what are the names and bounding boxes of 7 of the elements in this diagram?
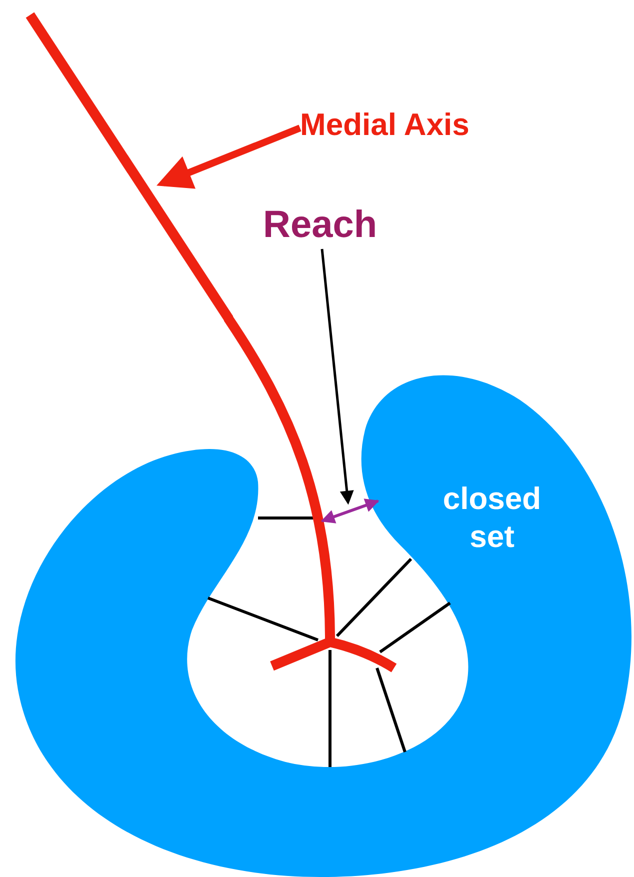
closed-set-label: closed set (442, 480, 542, 556)
pointer-arrow (156, 124, 302, 189)
reach-label: Reach (263, 205, 378, 247)
pointer-arrow (320, 248, 354, 505)
reach-distance-arrow (320, 498, 380, 524)
medial-axis-curve (26, 12, 234, 322)
axis-label: Medial Axis (300, 108, 470, 142)
